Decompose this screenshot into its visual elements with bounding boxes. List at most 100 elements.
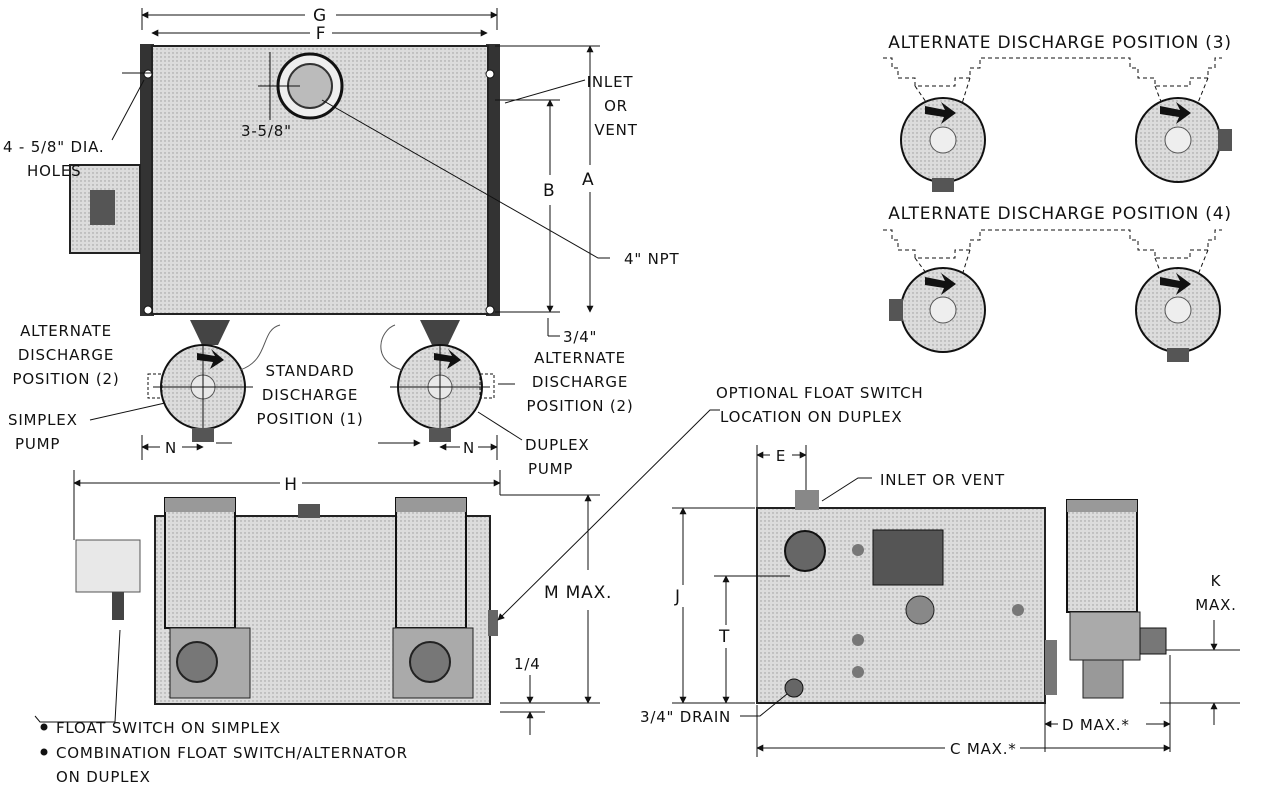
standard-label-3: POSITION (1) — [256, 410, 363, 428]
duplex-label-1: DUPLEX — [525, 436, 590, 454]
rotation-arrow-icon — [925, 273, 956, 295]
standard-discharge — [429, 428, 451, 442]
bullet-icon — [40, 723, 48, 731]
pump-cable — [380, 324, 403, 371]
rotation-arrow-icon — [1160, 102, 1191, 124]
inlet-vent-leader — [821, 477, 872, 502]
holes-leader — [111, 79, 145, 141]
dim-k-max: MAX. — [1195, 596, 1236, 614]
alt4-title: ALTERNATE DISCHARGE POSITION (4) — [888, 204, 1232, 224]
bolt — [1012, 604, 1024, 616]
control-panel — [872, 529, 944, 586]
bolt — [852, 634, 864, 646]
simplex-pump-top — [147, 320, 253, 442]
alt2-left-1: ALTERNATE — [20, 322, 112, 340]
dim-quarter: 1/4 — [514, 655, 541, 673]
dim-e: E — [776, 447, 786, 465]
dim-three-quarter: 3/4" — [563, 328, 597, 346]
dim-n-left: N — [165, 439, 177, 457]
alt3-dash — [959, 77, 971, 111]
simplex-leader — [89, 402, 166, 421]
duplex-motor-cap — [396, 498, 466, 512]
simplex-motor-cap — [165, 498, 235, 512]
optional-float-leader — [497, 409, 720, 621]
dim-k: K — [1211, 572, 1222, 590]
duplex-port — [409, 641, 451, 683]
dim-n-right: N — [463, 439, 475, 457]
inlet-leader — [504, 79, 586, 104]
simplex-port — [176, 641, 218, 683]
drain-leader — [740, 693, 788, 717]
holes-label-1: 4 - 5/8" DIA. — [3, 138, 104, 156]
standard-label-2: DISCHARGE — [262, 386, 358, 404]
float-switch-box — [75, 539, 141, 593]
front-view: H M MAX. 1/4 FLOAT SWITCH ON SIMPLEX — [34, 470, 611, 786]
pump-hub — [929, 296, 957, 324]
float-simplex-note: FLOAT SWITCH ON SIMPLEX — [56, 719, 281, 737]
duplex-leader — [477, 411, 523, 441]
side-pump-housing — [1069, 611, 1141, 661]
bolt — [852, 544, 864, 556]
side-view: OPTIONAL FLOAT SWITCH LOCATION ON DUPLEX… — [497, 384, 1240, 758]
pump-neck — [420, 320, 460, 345]
alt4-dashed-outline — [883, 229, 1222, 259]
alt4-dash — [959, 249, 971, 283]
standard-discharge — [192, 428, 214, 442]
top-view: G F 3-5/8" B A INLET — [3, 6, 679, 478]
duplex-label-2: PUMP — [528, 460, 573, 478]
inlet-or-vent-label: INLET OR VENT — [880, 471, 1005, 489]
mount-hole — [485, 305, 495, 315]
pump-neck — [190, 320, 230, 345]
duplex-pump-top — [390, 320, 495, 442]
alt3-dashed-outline — [883, 57, 1222, 87]
alt2-right-1: ALTERNATE — [534, 349, 626, 367]
dim-b: B — [543, 181, 555, 201]
pump-cable — [239, 324, 281, 371]
float-leader — [34, 629, 121, 723]
alt2-outline — [147, 373, 163, 399]
tank-top — [151, 45, 489, 315]
rotation-arrow-icon — [434, 349, 461, 369]
standard-label-1: STANDARD — [266, 362, 355, 380]
bolt — [852, 666, 864, 678]
combo-note-1: COMBINATION FLOAT SWITCH/ALTERNATOR — [56, 744, 408, 762]
combo-note-2: ON DUPLEX — [56, 768, 151, 786]
discharge-port — [889, 299, 903, 321]
tank-inlet — [298, 504, 320, 518]
float-switch-stem — [112, 592, 124, 620]
side-discharge — [1139, 627, 1167, 655]
duplex-motor — [395, 497, 467, 629]
drain-port — [784, 678, 804, 698]
dim-h: H — [284, 475, 298, 495]
left-rail — [140, 44, 154, 316]
dim-3-5-8: 3-5/8" — [241, 122, 292, 140]
dim-g: G — [313, 6, 327, 26]
mount-hole — [143, 69, 153, 79]
control-switch — [90, 190, 115, 225]
right-rail — [486, 44, 500, 316]
side-pump-base — [1082, 659, 1124, 699]
inlet-label-3: VENT — [594, 121, 637, 139]
rotation-arrow-icon — [925, 102, 956, 124]
npt-label: 4" NPT — [624, 250, 679, 268]
alt3-title: ALTERNATE DISCHARGE POSITION (3) — [888, 33, 1232, 53]
optional-float-1: OPTIONAL FLOAT SWITCH — [716, 384, 924, 402]
optional-float-2: LOCATION ON DUPLEX — [720, 408, 902, 426]
alt2-right-3: POSITION (2) — [526, 397, 633, 415]
bracket — [1045, 640, 1057, 695]
pump-hub — [929, 126, 957, 154]
dim-j: J — [674, 587, 681, 607]
dim-d: D MAX.* — [1062, 716, 1130, 734]
discharge-port — [932, 178, 954, 192]
pump-hub — [1164, 126, 1192, 154]
alt2-right-2: DISCHARGE — [532, 373, 628, 391]
top-inlet — [795, 490, 819, 510]
mount-hole — [485, 69, 495, 79]
rotation-arrow-icon — [1160, 273, 1191, 295]
discharge-port — [1167, 348, 1189, 362]
alt2-left-3: POSITION (2) — [12, 370, 119, 388]
pump-hub — [1164, 296, 1192, 324]
simplex-label-2: PUMP — [15, 435, 60, 453]
optional-float-port — [488, 610, 498, 636]
